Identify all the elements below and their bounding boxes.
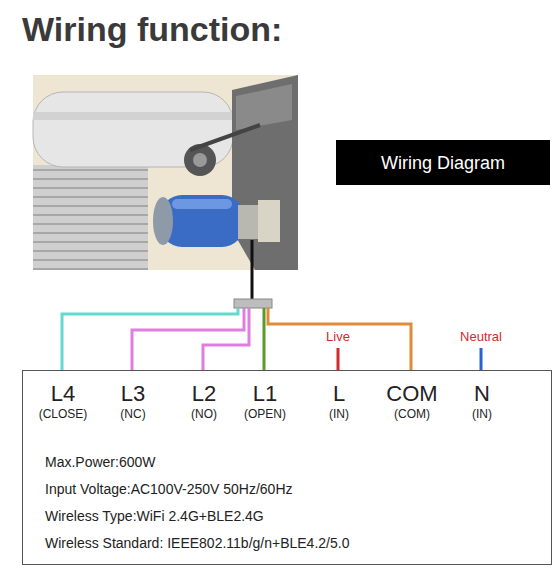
- terminal-name: L2: [192, 383, 216, 405]
- terminal-name: L3: [121, 383, 145, 405]
- terminal-name: L: [333, 383, 345, 405]
- terminal-name: COM: [386, 383, 437, 405]
- terminal-function: (OPEN): [244, 408, 286, 420]
- wire-label: Live: [326, 330, 350, 343]
- terminal-name: L4: [51, 383, 75, 405]
- terminal-function: (NC): [120, 408, 145, 420]
- wires: [62, 308, 481, 378]
- motor-cable: [251, 240, 254, 300]
- page-title: Wiring function:: [22, 12, 282, 46]
- terminal-function: (NO): [191, 408, 217, 420]
- terminal-name: N: [474, 383, 490, 405]
- spec-line: Input Voltage:AC100V-250V 50Hz/60Hz: [45, 482, 293, 496]
- wire-label: Neutral: [460, 330, 502, 343]
- spec-line: Max.Power:600W: [45, 455, 155, 469]
- terminal-function: (COM): [394, 408, 430, 420]
- terminal-function: (CLOSE): [39, 408, 88, 420]
- terminal-name: L1: [253, 383, 277, 405]
- terminal-function: (IN): [329, 408, 349, 420]
- heading-text: Wiring Diagram: [381, 154, 505, 172]
- controller-box: L4 (CLOSE) L3 (NC) L2 (NO) L1 (OPEN) L (IN) COM (CO…: [22, 370, 552, 565]
- cable-connector: [234, 299, 272, 308]
- terminal-function: (IN): [472, 408, 492, 420]
- motor-photo: [33, 75, 298, 270]
- heading-box: Wiring Diagram: [336, 140, 550, 185]
- spec-line: Wireless Standard: IEEE802.11b/g/n+BLE4.…: [45, 536, 349, 550]
- spec-line: Wireless Type:WiFi 2.4G+BLE2.4G: [45, 509, 264, 523]
